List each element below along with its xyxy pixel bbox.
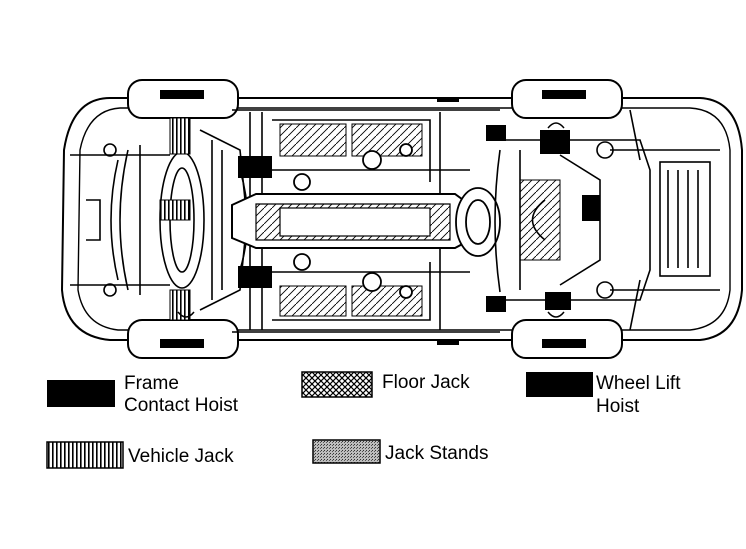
legend-label-floor-jack: Floor Jack (382, 372, 470, 393)
legend-swatch-vehicle-jack (46, 441, 124, 469)
lift-arrows (177, 122, 565, 318)
legend-label-frame-contact-hoist-line1: Frame (124, 373, 179, 394)
front-suspension (70, 129, 249, 311)
exhaust-and-fuel-components (293, 143, 501, 299)
wheel-lift-hoist-points (160, 90, 586, 348)
legend-swatch-jack-stands (312, 439, 381, 464)
legend-label-wheel-lift-hoist-line1: Wheel Lift (596, 373, 681, 394)
vehicle-jack-points (159, 117, 191, 321)
legend-swatches (46, 371, 593, 469)
legend-label-frame-contact-hoist-line2: Contact Hoist (124, 395, 239, 416)
legend-label-vehicle-jack: Vehicle Jack (128, 446, 234, 467)
legend-swatch-frame-contact-hoist (47, 380, 115, 407)
vehicle-body (60, 97, 743, 341)
legend-swatch-floor-jack (301, 371, 373, 398)
transmission-tunnel (231, 193, 471, 249)
legend-swatch-wheel-lift-hoist (526, 372, 593, 397)
legend-label-jack-stands: Jack Stands (385, 443, 489, 464)
floor-pan (279, 123, 423, 317)
legend-label-wheel-lift-hoist-line2: Hoist (596, 396, 640, 417)
rear-suspension (494, 109, 720, 331)
frame-contact-hoist-points (238, 125, 600, 312)
rear-axle-housing (519, 179, 561, 261)
